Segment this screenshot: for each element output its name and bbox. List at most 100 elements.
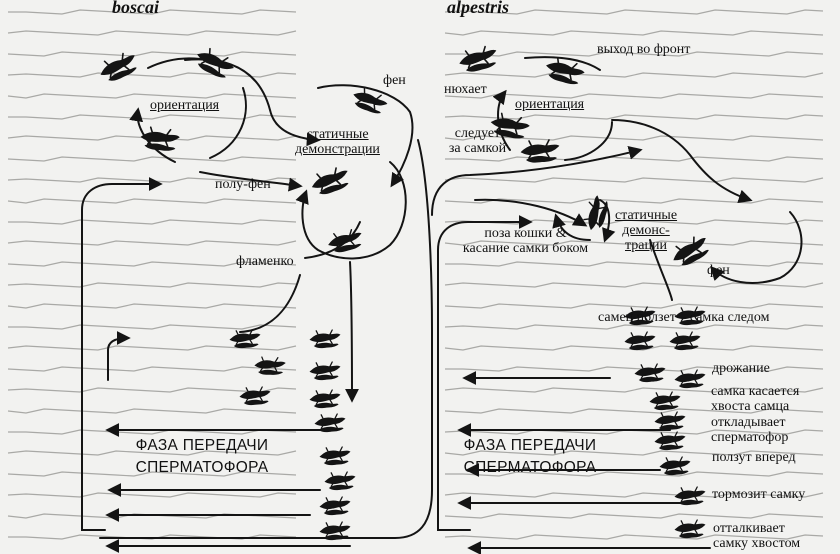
bleed-line: [444, 513, 824, 519]
salamander-pair-icon: [239, 386, 271, 406]
alpestris-return-up: [437, 215, 533, 531]
bleed-line: [7, 261, 297, 267]
alpestris-cat-pose-line-2: касание самки боком: [462, 241, 589, 256]
salamander-pair-icon: [674, 486, 706, 506]
salamander-pair-icon: [490, 112, 530, 139]
bleed-line: [444, 282, 824, 288]
bleed-line: [7, 408, 297, 414]
boscai-displays-loop: [295, 161, 407, 260]
alpestris-sniffs-label: нюхает: [444, 82, 487, 97]
boscai-static-line-2: демонстрации: [295, 142, 380, 157]
alpestris-deposit-line-2: сперматофор: [711, 430, 789, 445]
bleed-line: [444, 492, 824, 498]
alpestris-to-cat-pose: [599, 199, 616, 243]
salamander-pair-icon: [673, 236, 709, 266]
bleed-line: [8, 324, 297, 330]
boscai-main-down: [99, 139, 433, 539]
salamander-pair-icon: [674, 306, 706, 326]
alpestris-touch-label: самка касается хвоста самца: [711, 384, 799, 414]
salamander-pair-icon: [309, 361, 341, 381]
alpestris-phase-line-2: СПЕРМАТОФОРА: [463, 459, 597, 476]
alpestris-crawl-label: самец ползет – самка следом: [598, 310, 770, 325]
salamander-pair-icon: [353, 87, 388, 114]
bleed-line: [444, 30, 824, 36]
bleed-line: [7, 30, 297, 36]
salamander-pair-icon: [309, 389, 341, 409]
bleed-line: [444, 177, 824, 183]
alpestris-crawl-forward-label: ползут вперед: [712, 450, 796, 465]
boscai-orientation-label: ориентация: [150, 98, 220, 113]
salamander-pair-icon: [311, 167, 349, 195]
salamander-pair-icon: [520, 139, 560, 163]
salamander-pair-icon: [669, 331, 701, 351]
alpestris-orientation-label: ориентация: [515, 97, 585, 112]
alpestris-follows-line-1: следует: [454, 126, 501, 141]
salamander-pair-icon: [319, 496, 351, 516]
alpestris-main-down: [649, 239, 673, 301]
alpestris-to-displays: [611, 119, 753, 204]
salamander-pair-icon: [654, 431, 686, 451]
bleed-line: [444, 114, 824, 120]
salamander-pair-icon: [254, 356, 286, 375]
bleed-line: [7, 51, 297, 57]
boscai-fan-loop: [317, 84, 414, 188]
salamander-pair-icon: [328, 229, 362, 253]
bleed-line: [444, 9, 824, 15]
alpestris-cat-pose-label: поза кошки & касание самки боком: [443, 226, 608, 256]
alpestris-displays-loop: [710, 211, 803, 284]
alpestris-deposit-label: откладывает сперматофор: [711, 415, 788, 445]
boscai-return-mid: [107, 331, 131, 381]
bleed-line: [444, 135, 824, 141]
alpestris-cat-pose-line-1: поза кошки &: [484, 226, 567, 241]
alpestris-static-displays-label: статичные демонс- трации: [596, 208, 696, 253]
salamander-pair-icon: [319, 446, 351, 466]
boscai-phase-line-1: ФАЗА ПЕРЕДАЧИ: [135, 437, 269, 454]
salamander-pair-icon: [624, 331, 656, 351]
bleed-line: [8, 114, 297, 120]
bleed-line: [444, 303, 824, 309]
alpestris-static-line-2: демонс-: [622, 223, 670, 238]
boscai-to-half-fan: [199, 171, 303, 192]
salamander-pair-icon: [309, 329, 341, 349]
salamander-pair-icon: [100, 52, 137, 81]
alpestris-species-title: alpestris: [447, 0, 510, 17]
boscai-phase-line-2: СПЕРМАТОФОРА: [135, 459, 269, 476]
alpestris-static-line-1: статичные: [614, 208, 678, 223]
bleed-line: [445, 471, 824, 477]
bleed-line: [444, 72, 824, 78]
bleed-line: [7, 156, 297, 162]
alpestris-orientation-cycle: [498, 56, 613, 161]
alpestris-tremble-label: дрожание: [712, 361, 770, 376]
bleed-line: [444, 198, 824, 204]
bleed-line: [444, 408, 824, 414]
bleed-line: [7, 450, 297, 456]
bleed-line: [7, 345, 297, 351]
alpestris-cat-pose-return: [552, 213, 591, 241]
alpestris-static-line-3: трации: [625, 238, 667, 253]
alpestris-deposit-line-1: откладывает: [711, 415, 786, 430]
alpestris-follows-line-2: за самкой: [448, 141, 507, 156]
boscai-back-left: [239, 274, 301, 333]
salamander-pair-icon: [459, 45, 497, 72]
alpestris-fan-label: фен: [707, 263, 730, 278]
bleed-line: [445, 261, 824, 267]
bleed-line: [8, 9, 297, 15]
alpestris-push-line-2: самку хвостом: [713, 536, 801, 551]
salamander-pair-icon: [140, 126, 180, 151]
salamander-pair-icon: [583, 195, 608, 231]
salamander-pair-icon: [649, 391, 681, 411]
bleed-line: [7, 240, 297, 246]
alpestris-push-label: отталкивает самку хвостом: [713, 521, 800, 551]
bleed-line: [7, 366, 297, 372]
bleed-line: [7, 282, 297, 288]
bleed-line: [7, 198, 297, 204]
bleed-line: [444, 450, 824, 456]
salamander-pair-icon: [229, 329, 261, 349]
bleed-line: [445, 51, 824, 57]
bleed-line: [444, 324, 824, 330]
alpestris-inner-arc: [474, 198, 588, 227]
boscai-species-title: boscai: [112, 0, 159, 17]
bleed-line: [7, 471, 297, 477]
alpestris-brakes-label: тормозит самку: [712, 487, 806, 502]
